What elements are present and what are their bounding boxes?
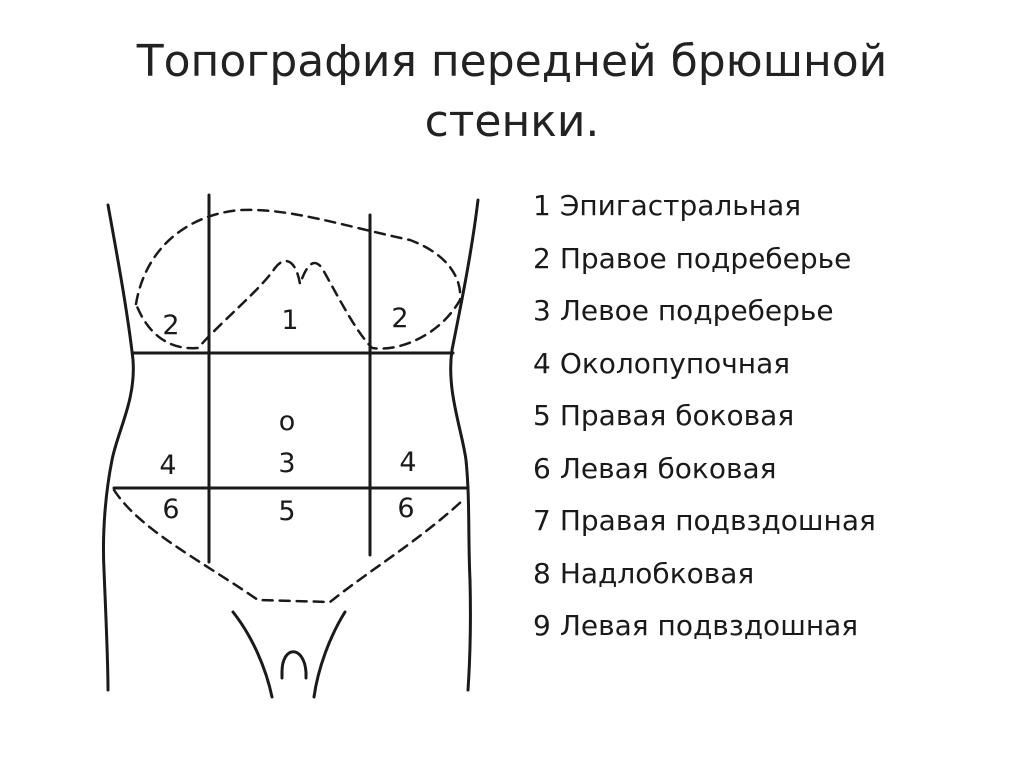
- legend-item-label: Эпигастральная: [559, 189, 802, 222]
- region-label: 2: [391, 303, 408, 334]
- legend-item-number: 2: [533, 241, 551, 275]
- region-label: 2: [162, 310, 179, 341]
- legend-item-label: Правая боковая: [559, 399, 795, 432]
- legend-item-label: Надлобковая: [559, 556, 755, 590]
- torso-outline-left: [101, 203, 135, 692]
- legend-item-label: Околопупочная: [559, 346, 791, 380]
- legend-item-label: Правое подреберье: [559, 241, 852, 275]
- abdomen-regions-diagram: 2 1 2 о 4 3 4 6 5 6: [101, 193, 480, 699]
- region-label: 3: [278, 448, 295, 479]
- legend-item-number: 9: [533, 609, 551, 642]
- legend-item-number: 5: [533, 399, 551, 432]
- genital-outline-outer: [312, 610, 347, 699]
- legend-item-number: 3: [533, 294, 551, 327]
- region-label: 1: [281, 305, 298, 336]
- region-label: 4: [159, 450, 176, 481]
- legend-item-label: Левая боковая: [559, 451, 777, 485]
- iliac-boundary: [112, 488, 465, 604]
- region-label: 6: [397, 493, 414, 524]
- region-label: 6: [162, 494, 179, 525]
- genital-outline-outer: [231, 610, 274, 699]
- slide-title-line-2: стенки.: [424, 96, 600, 147]
- legend-item-number: 8: [533, 556, 551, 590]
- costal-arch-outline: [134, 208, 462, 350]
- legend-item-number: 4: [533, 346, 551, 380]
- torso-outline-right: [449, 198, 480, 692]
- region-label: 5: [278, 496, 295, 527]
- region-label: 4: [399, 447, 416, 478]
- legend-item-number: 6: [533, 451, 551, 485]
- navel-label: о: [279, 406, 296, 437]
- legend-item-label: Левая подвздошная: [559, 609, 859, 642]
- legend-item-label: Правая подвздошная: [559, 504, 876, 537]
- legend-item-number: 1: [533, 189, 551, 222]
- legend-item-number: 7: [533, 504, 551, 537]
- genital-outline-inner: [280, 650, 308, 680]
- legend-item-label: Левое подреберье: [559, 294, 834, 327]
- slide-title-line-1: Топография передней брюшной: [136, 36, 888, 87]
- slide-title: Топография передней брюшной стенки.: [0, 32, 1024, 152]
